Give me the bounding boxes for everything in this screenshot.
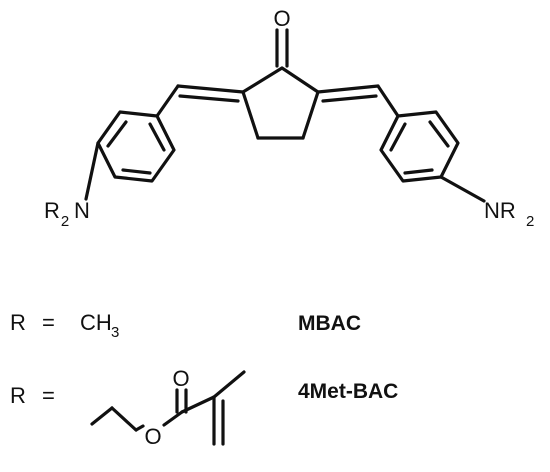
right-amine-label: NR 2 <box>484 198 534 230</box>
ester-bridge-oxygen: O <box>144 424 161 449</box>
left-phenyl-ring <box>84 84 180 201</box>
legend-row-4met-bac: R = O O 4Met-BAC <box>10 366 398 449</box>
row1-group-ch: CH <box>80 310 112 335</box>
compound-name-mbac: MBAC <box>298 312 361 335</box>
right-exocyclic-double-bond <box>316 84 380 103</box>
row1-equals: = <box>42 310 55 335</box>
legend-row-mbac: R = CH 3 MBAC <box>10 310 361 341</box>
cyclopentanone-ring <box>241 66 320 140</box>
right-phenyl-ring <box>376 84 486 203</box>
carbonyl-double-bond <box>275 28 289 68</box>
right-amine-subscript: 2 <box>526 213 534 230</box>
left-amine-n: N <box>74 198 90 223</box>
compound-name-4met-bac: 4Met-BAC <box>298 380 398 403</box>
row2-equals: = <box>42 383 55 408</box>
left-amine-r: R <box>44 198 60 223</box>
ethyl-methacrylate-group <box>90 370 246 446</box>
row1-r-symbol: R <box>10 310 26 335</box>
left-amine-subscript: 2 <box>61 213 69 230</box>
right-amine-nr: NR <box>484 198 516 223</box>
left-amine-label: R 2 N <box>44 198 90 230</box>
ester-carbonyl-oxygen: O <box>172 366 189 391</box>
row2-r-symbol: R <box>10 383 26 408</box>
carbonyl-oxygen-label: O <box>273 6 290 31</box>
row1-group-subscript: 3 <box>111 324 119 341</box>
left-exocyclic-double-bond <box>176 84 245 103</box>
